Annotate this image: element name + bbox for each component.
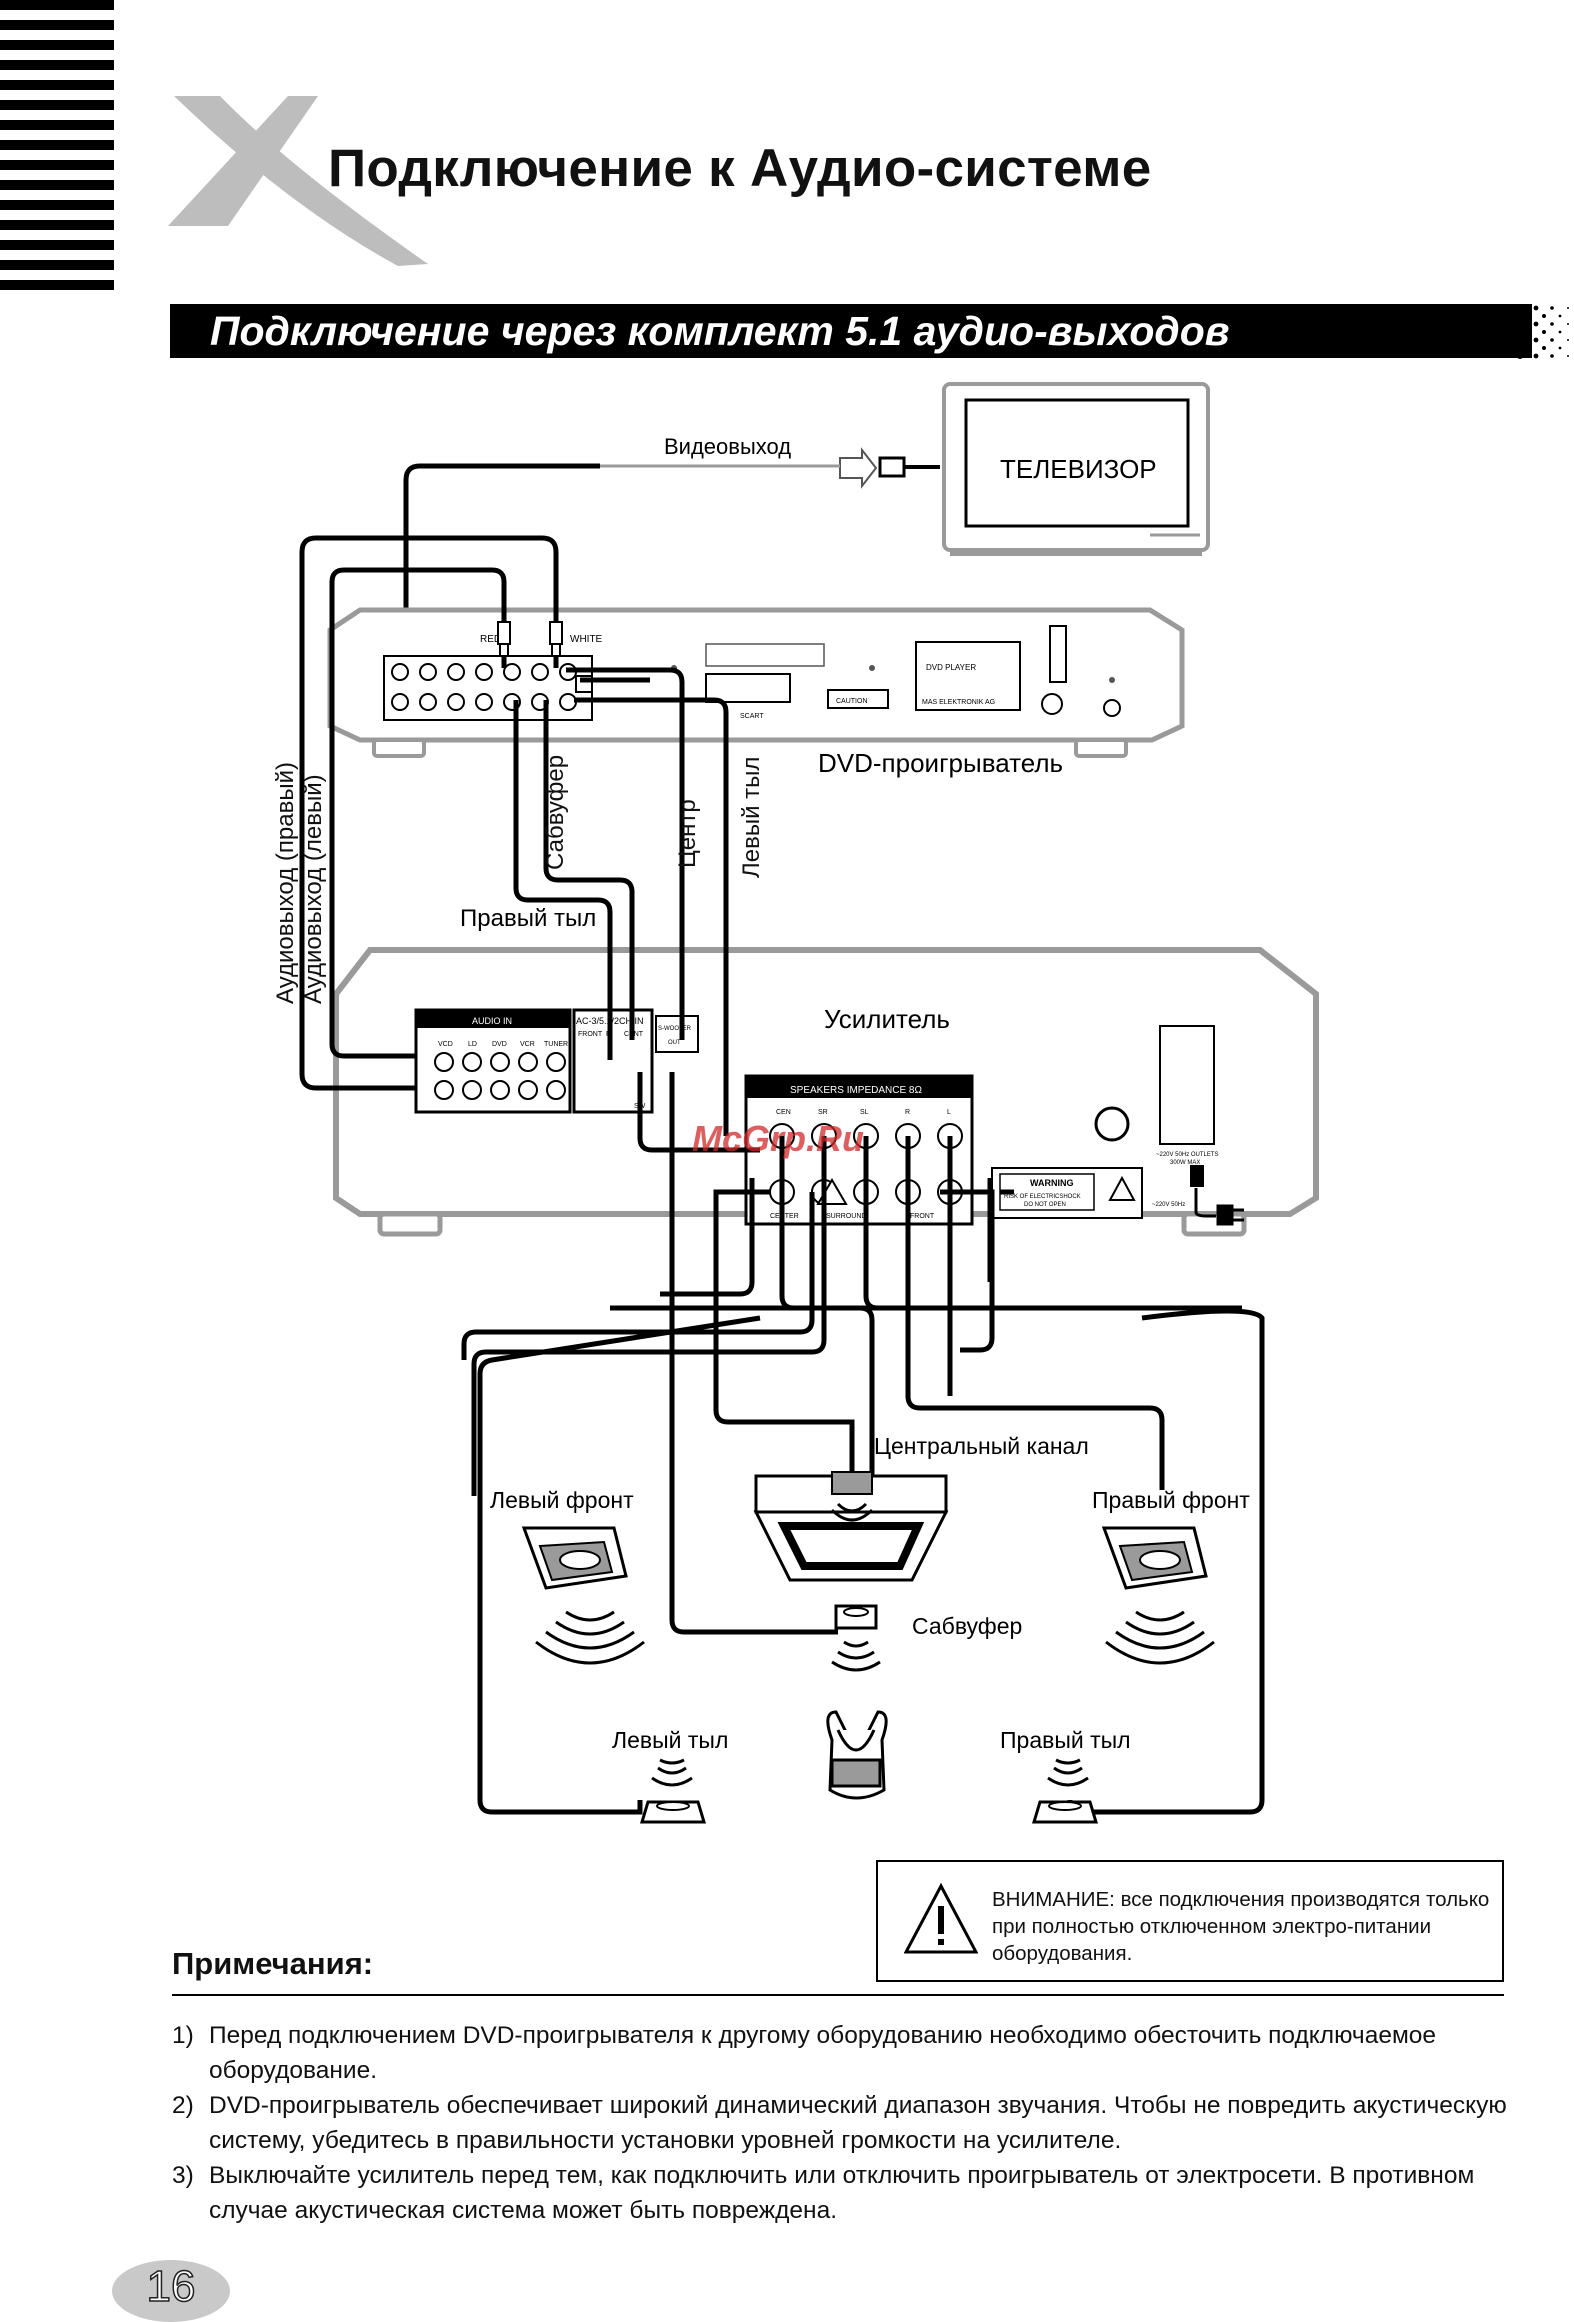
- amp-warning-line2: DO NOT OPEN: [1024, 1202, 1066, 1208]
- left-rear-label: Левый тыл: [612, 1727, 728, 1753]
- note-text: Перед подключением DVD-проигрывателя к д…: [209, 2022, 1437, 2084]
- amp-spk-sr: SR: [818, 1109, 828, 1116]
- warning-text: ВНИМАНИЕ: все подключения производятся т…: [992, 1888, 1490, 1965]
- note-number: 1): [172, 2022, 194, 2049]
- amp-outlets-line1: ~220V 50Hz OUTLETS: [1156, 1152, 1219, 1158]
- amp-out-label: OUT: [668, 1040, 681, 1046]
- center-channel-label: Центральный канал: [874, 1433, 1089, 1459]
- audio-right-label: Аудиовыход (правый): [272, 761, 299, 1004]
- amplifier-label: Усилитель: [824, 1004, 950, 1034]
- subwoofer-icon: [831, 1604, 881, 1672]
- right-rear-cable-label: Правый тыл: [460, 905, 596, 932]
- rca-plug-white-icon: [549, 621, 563, 657]
- warning-triangle-icon: [904, 1882, 978, 1954]
- dvd-white-label: WHITE: [570, 634, 603, 645]
- amp-outlets-line2: 300W MAX: [1170, 1160, 1200, 1166]
- amp-spk-r: R: [905, 1109, 910, 1116]
- list-item: 1) Перед подключением DVD-проигрывателя …: [172, 2018, 1512, 2088]
- amp-spk-cen: CEN: [776, 1109, 791, 1116]
- right-front-label: Правый фронт: [1092, 1487, 1250, 1513]
- video-cable: [403, 463, 600, 668]
- halftone-dots-decoration: [1501, 305, 1569, 359]
- right-rear-label: Правый тыл: [1000, 1727, 1131, 1753]
- subwoofer-label: Сабвуфер: [912, 1613, 1022, 1639]
- tv-label: ТЕЛЕВИЗОР: [1000, 454, 1157, 484]
- amp-spk-front: FRONT: [910, 1213, 935, 1220]
- dvd-brand-label: MAS ELEKTRONIK AG: [922, 699, 995, 706]
- note-text: Выключайте усилитель перед тем, как подк…: [209, 2162, 1475, 2224]
- dvd-scart-label: SCART: [740, 713, 764, 720]
- speaker-cables: [461, 1136, 1265, 1815]
- amp-ac3-front: FRONT: [578, 1031, 603, 1038]
- center-cable-label: Центр: [674, 799, 701, 868]
- edge-stripes-decoration: [0, 0, 114, 290]
- left-rear-cable-label: Левый тыл: [738, 756, 765, 878]
- rca-plug-red-icon: [497, 621, 511, 657]
- right-rear-speaker-icon: [1031, 1758, 1099, 1824]
- speaker-outer-loops: [660, 1178, 993, 1297]
- notes-list: 1) Перед подключением DVD-проигрывателя …: [172, 2018, 1512, 2228]
- amp-audio-in-label: AUDIO IN: [472, 1016, 512, 1026]
- section-title: Подключение через комплект 5.1 аудио-вых…: [210, 308, 1230, 354]
- amp-warning-title: WARNING: [1030, 1178, 1074, 1188]
- watermark: McGrp.Ru: [692, 1118, 865, 1159]
- dvd-model-label: DVD PLAYER: [926, 663, 976, 672]
- warning-box: ВНИМАНИЕ: все подключения производятся т…: [876, 1860, 1504, 1982]
- amp-input-vcd: VCD: [438, 1041, 453, 1048]
- amp-warning-line1: RISK OF ELECTRICSHOCK: [1004, 1194, 1081, 1200]
- list-item: 3) Выключайте усилитель перед тем, как п…: [172, 2158, 1512, 2228]
- amp-input-vcr: VCR: [520, 1041, 535, 1048]
- page-number: 16: [146, 2261, 196, 2312]
- x-logo-icon: [168, 96, 428, 266]
- tv-device: [942, 382, 1210, 556]
- dvd-player-label: DVD-проигрыватель: [818, 748, 1063, 778]
- amp-spk-surround: SURROUND: [826, 1213, 866, 1220]
- audio-left-label: Аудиовыход (левый): [300, 774, 327, 1004]
- dvd-red-label: RED: [480, 634, 501, 645]
- amp-input-dvd: DVD: [492, 1041, 507, 1048]
- center-speaker-icon: [753, 1471, 949, 1582]
- dvd-player-device: [327, 607, 1185, 758]
- dvd-caution-label: CAUTION: [836, 698, 868, 705]
- amp-swoofer-label: S-WOOFER: [658, 1026, 692, 1032]
- left-rear-speaker-icon: [639, 1758, 707, 1824]
- amp-spk-sl: SL: [860, 1109, 869, 1116]
- note-number: 2): [172, 2092, 194, 2119]
- note-number: 3): [172, 2162, 194, 2189]
- listener-icon: [826, 1710, 888, 1800]
- subwoofer-cable-label: Сабвуфер: [542, 754, 569, 870]
- left-front-label: Левый фронт: [490, 1487, 634, 1513]
- note-text: DVD-проигрыватель обеспечивает широкий д…: [209, 2092, 1507, 2154]
- video-out-label: Видеовыход: [664, 434, 791, 459]
- section-bar: [170, 304, 1532, 358]
- audio-cables: [299, 535, 838, 1635]
- list-item: 2) DVD-проигрыватель обеспечивает широки…: [172, 2088, 1512, 2158]
- left-front-speaker-icon: [521, 1526, 645, 1665]
- right-front-speaker-icon: [1101, 1526, 1215, 1665]
- power-plug-icon: [1194, 1188, 1244, 1226]
- amp-mains-label: ~220V 50Hz: [1152, 1202, 1185, 1208]
- notes-divider: [172, 1994, 1504, 1996]
- amp-speakers-label: SPEAKERS IMPEDANCE 8Ω: [790, 1085, 922, 1096]
- amp-input-tuner: TUNER: [544, 1041, 568, 1048]
- amp-spk-l: L: [947, 1109, 951, 1116]
- video-plug-icon: [600, 447, 940, 489]
- page-title: Подключение к Аудио-системе: [328, 139, 1152, 198]
- notes-title: Примечания:: [172, 1946, 374, 1981]
- amp-input-ld: LD: [468, 1041, 477, 1048]
